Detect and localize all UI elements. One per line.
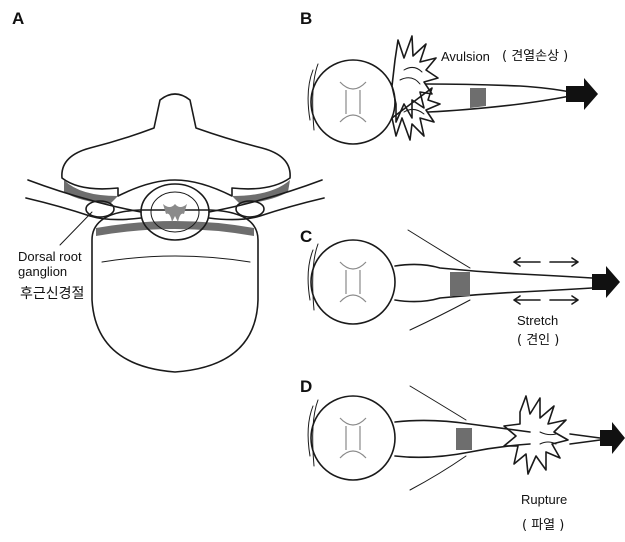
rupture-label-korean: ( 파열 )	[522, 519, 564, 533]
rupture-label: Rupture	[521, 493, 567, 507]
